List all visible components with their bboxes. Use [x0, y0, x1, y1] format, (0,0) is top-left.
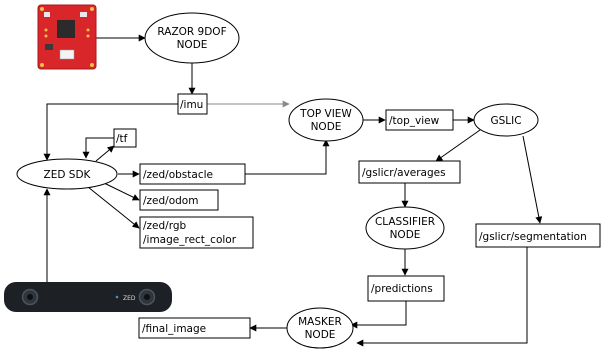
topic-top-view[interactable]: /top_view	[385, 109, 454, 131]
edge-gslic-to-averages	[435, 129, 481, 162]
topic-zed-obstacle[interactable]: /zed/obstacle	[139, 163, 246, 185]
edge-predictions-to-masker	[350, 301, 407, 329]
node-top-view[interactable]: TOP VIEW NODE	[288, 98, 364, 142]
topic-gslicr-segmentation-label: /gslicr/segmentation	[479, 231, 587, 243]
edge-zedsdk-to-odom	[103, 182, 140, 201]
edge-obstacle-to-topview	[245, 139, 330, 175]
node-gslic-label: GSLIC	[490, 115, 521, 127]
topic-predictions[interactable]: /predictions	[367, 275, 445, 302]
node-zed-sdk-label: ZED SDK	[44, 169, 92, 181]
edge-zedsdk-to-rgb	[87, 186, 140, 229]
edge-segmentation-to-masker	[356, 247, 528, 347]
node-classifier-line2: NODE	[390, 229, 421, 241]
topic-gslicr-averages-label: /gslicr/averages	[362, 167, 446, 179]
edges	[43, 34, 543, 347]
topic-final-image-label: /final_image	[142, 323, 206, 335]
edge-zedsdk-to-tf	[95, 145, 115, 162]
node-top-view-line1: TOP VIEW	[299, 108, 352, 120]
topic-zed-rgb-line2: /image_rect_color	[143, 234, 237, 246]
node-gslic[interactable]: GSLIC	[473, 103, 539, 137]
edge-imu-to-zedsdk	[43, 103, 178, 161]
topic-tf-label: /tf	[116, 133, 128, 145]
topic-zed-rgb[interactable]: /zed/rgb /image_rect_color	[139, 216, 254, 249]
node-razor-line2: NODE	[177, 39, 208, 51]
node-masker-line2: NODE	[305, 329, 336, 341]
topic-zed-obstacle-label: /zed/obstacle	[143, 169, 213, 181]
edge-gslic-to-segmentation	[522, 135, 543, 224]
node-zed-sdk[interactable]: ZED SDK	[16, 158, 118, 190]
topic-zed-rgb-line1: /zed/rgb	[143, 220, 187, 232]
topic-tf[interactable]: /tf	[113, 128, 137, 148]
camera-brand-label: ZED	[123, 295, 136, 302]
node-masker-line1: MASKER	[298, 316, 342, 328]
topic-predictions-label: /predictions	[371, 283, 433, 295]
topic-final-image[interactable]: /final_image	[138, 317, 251, 339]
topic-imu-label: /imu	[180, 99, 203, 111]
node-top-view-line2: NODE	[311, 121, 342, 133]
edge-tf-to-zedsdk	[82, 137, 114, 159]
topic-top-view-label: /top_view	[389, 115, 440, 127]
topic-gslicr-averages[interactable]: /gslicr/averages	[358, 160, 461, 184]
topic-zed-odom[interactable]: /zed/odom	[139, 189, 219, 211]
topic-zed-odom-label: /zed/odom	[143, 195, 198, 207]
zed-camera-image: ZED	[4, 282, 172, 312]
topic-imu[interactable]: /imu	[177, 93, 208, 115]
node-classifier[interactable]: CLASSIFIER NODE	[365, 206, 445, 250]
topic-gslicr-segmentation[interactable]: /gslicr/segmentation	[475, 223, 601, 248]
node-classifier-line1: CLASSIFIER	[375, 216, 435, 228]
node-masker[interactable]: MASKER NODE	[286, 307, 354, 349]
razor-board-image	[37, 4, 97, 70]
node-razor[interactable]: RAZOR 9DOF NODE	[144, 12, 240, 64]
node-razor-line1: RAZOR 9DOF	[157, 26, 226, 38]
